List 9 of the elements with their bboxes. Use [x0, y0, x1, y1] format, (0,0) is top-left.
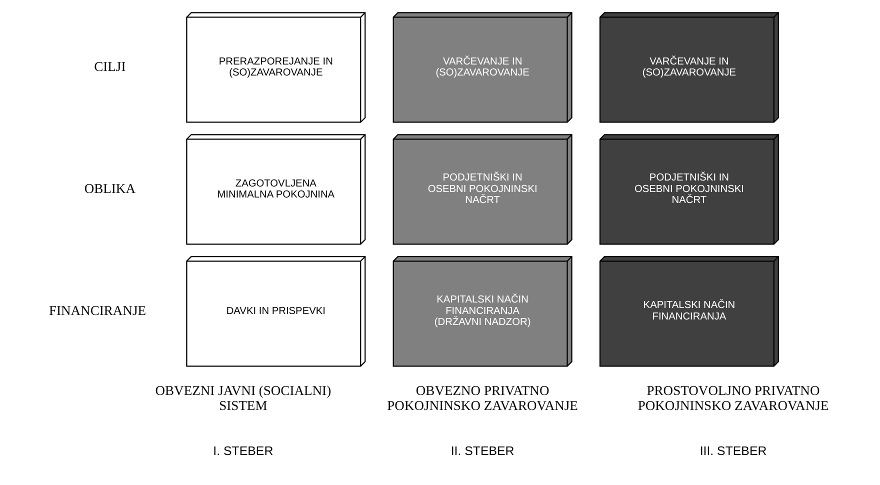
- label: I. STEBER: [212, 444, 273, 458]
- label: III. STEBER: [699, 444, 766, 458]
- label: PROSTOVOLJNO PRIVATNO POKOJNINSKO ZAVAROVANJE: [637, 383, 828, 413]
- label: OBLIKA: [84, 180, 136, 196]
- label: OBVEZNO PRIVATNO POKOJNINSKO ZAVAROVANJE: [386, 383, 578, 413]
- label: II. STEBER: [450, 444, 514, 458]
- label: OBVEZNI JAVNI (SOCIALNI) SISTEM: [154, 383, 331, 413]
- label: FINANCIRANJE: [48, 302, 146, 318]
- label: CILJI: [94, 58, 126, 74]
